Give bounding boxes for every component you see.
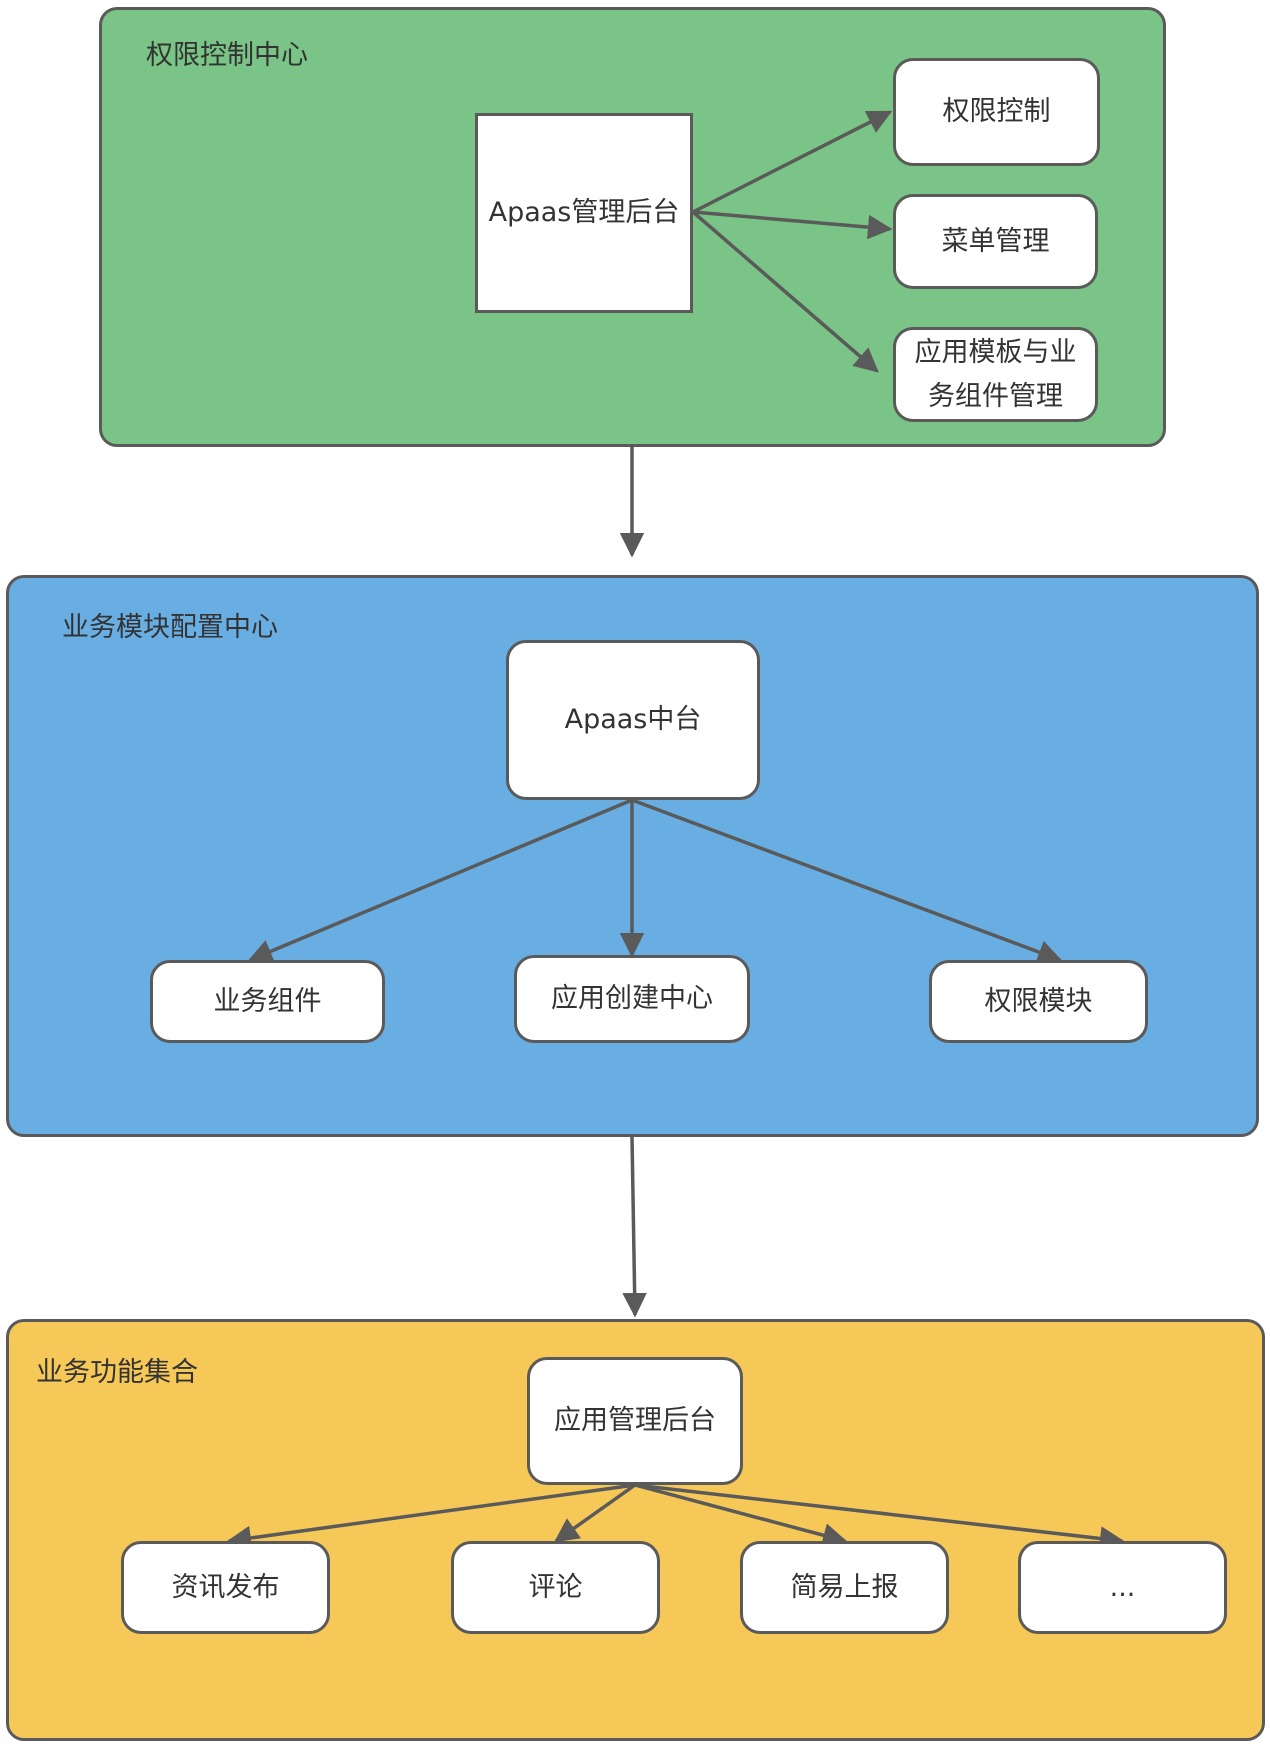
app-admin-console-label: 应用管理后台: [554, 1405, 716, 1436]
arrow-app-admin-to-simple-report: [634, 1483, 848, 1548]
more-items-node: ...: [1018, 1541, 1227, 1634]
permission-control-label: 权限控制: [942, 96, 1051, 127]
permission-module-label: 权限模块: [984, 985, 1093, 1017]
business-functions-title: 业务功能集合: [36, 1357, 198, 1388]
arrow-app-admin-to-news: [226, 1483, 636, 1551]
permission-control-node: 权限控制: [893, 58, 1100, 166]
news-publish-label: 资讯发布: [171, 1571, 280, 1603]
template-management-label: 应用模板与业务组件管理: [914, 336, 1077, 412]
arrow-admin-to-permission-control: [692, 110, 893, 214]
arrow-app-admin-to-comments: [554, 1483, 637, 1543]
simple-report-label: 简易上报: [790, 1571, 899, 1603]
arrow-platform-to-permission-module: [631, 798, 1063, 964]
menu-management-label: 菜单管理: [941, 225, 1050, 257]
app-creation-center-label: 应用创建中心: [551, 983, 713, 1014]
app-admin-console-node: 应用管理后台: [527, 1357, 743, 1485]
permission-module-node: 权限模块: [929, 960, 1148, 1043]
arrow-admin-to-menu-management: [692, 210, 893, 240]
apaas-middle-platform-node: Apaas中台: [506, 640, 760, 800]
apaas-admin-console-label: Apaas管理后台: [488, 197, 680, 228]
permission-center-title: 权限控制中心: [146, 40, 308, 71]
simple-report-node: 简易上报: [740, 1541, 949, 1634]
business-components-node: 业务组件: [150, 960, 385, 1043]
apaas-admin-console-node: Apaas管理后台: [475, 113, 693, 313]
comments-label: 评论: [528, 1571, 583, 1603]
arrow-platform-to-business-components: [247, 798, 633, 963]
business-components-label: 业务组件: [213, 985, 322, 1017]
arrow-business-config-to-functions: [622, 1136, 647, 1318]
apaas-middle-platform-label: Apaas中台: [564, 704, 702, 735]
news-publish-node: 资讯发布: [121, 1541, 330, 1634]
menu-management-node: 菜单管理: [893, 194, 1098, 289]
arrow-app-admin-to-more: [634, 1483, 1125, 1551]
business-config-title: 业务模块配置中心: [62, 612, 278, 643]
app-creation-center-node: 应用创建中心: [514, 955, 750, 1043]
more-items-label: ...: [1109, 1571, 1136, 1603]
arrow-admin-to-template-management: [691, 210, 879, 373]
comments-node: 评论: [451, 1541, 660, 1634]
template-management-node: 应用模板与业务组件管理: [893, 327, 1098, 422]
